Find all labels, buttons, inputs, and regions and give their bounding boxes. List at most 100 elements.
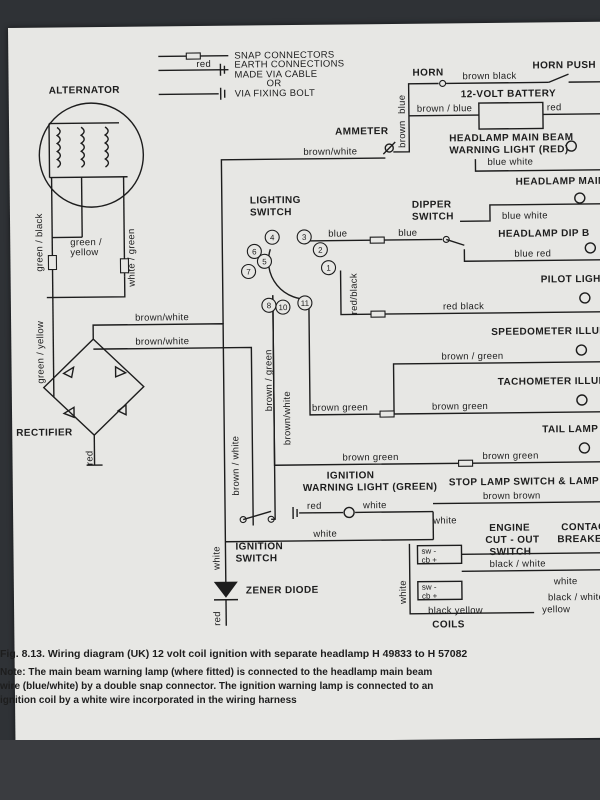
wire-green-yellow-b: yellow <box>70 247 98 258</box>
hl-main-label: HEADLAMP MAIN B <box>516 176 600 188</box>
coil1-sw: sw - <box>421 547 436 556</box>
wire-brown-amm: brown <box>397 120 408 147</box>
tacho-label: TACHOMETER ILLUMI <box>498 376 600 388</box>
wire-white-coils: white <box>398 580 409 605</box>
wire-brown-green-3: brown green <box>342 452 398 464</box>
wire-brown-green-v: brown / green <box>263 349 275 411</box>
horn-push-label: HORN PUSH <box>532 60 596 72</box>
dipper-switch: DIPPER SWITCH <box>412 199 465 246</box>
rectifier-label: RECTIFIER <box>16 427 73 439</box>
hl-main-warn-1: HEADLAMP MAIN BEAM <box>449 132 573 144</box>
wire-brown-white-1: brown/white <box>135 312 189 324</box>
contact-2: BREAKERS <box>557 534 600 546</box>
wire-brown-green-1: brown green <box>312 402 368 414</box>
wire-blue-amm: blue <box>397 95 408 114</box>
wire-blue-white-warn: blue white <box>487 157 533 168</box>
wire-brown-green-2: brown green <box>432 401 488 413</box>
terminal-5 <box>256 253 273 269</box>
wire-brown-green-4: brown green <box>482 450 538 462</box>
ignition-switch: IGNITION SWITCH <box>235 510 283 565</box>
wire-green-yellow-v: green / yellow <box>35 321 47 384</box>
terminal-7 <box>241 263 257 280</box>
wire-red-ignwarn: red <box>307 501 322 512</box>
hl-main-warn-2: WARNING LIGHT (RED) <box>449 144 568 156</box>
wire-brown-white-v2: brown/white <box>282 391 294 445</box>
engine-1: ENGINE <box>489 523 530 534</box>
wire-green-black: green / black <box>34 213 46 271</box>
wire-white-zener: white <box>211 546 222 571</box>
wire-red-batt: red <box>547 102 562 113</box>
battery: 12-VOLT BATTERY brown / blue red <box>408 88 600 130</box>
legend-or: OR <box>267 78 282 89</box>
wire-white-coil: white <box>432 515 457 526</box>
ign-switch-2: SWITCH <box>236 553 278 564</box>
terminal-3 <box>296 229 312 245</box>
zener-label: ZENER DIODE <box>246 585 319 597</box>
horn-label: HORN <box>412 67 443 78</box>
contact-1: CONTACT <box>561 522 600 534</box>
wire-brown-white-2: brown/white <box>135 336 189 348</box>
coil2-sw: sw - <box>422 583 437 592</box>
wiring-diagram: SNAP CONNECTORS red EARTH CONNECTIONS MA… <box>16 50 600 631</box>
ign-warn-1: IGNITION <box>327 470 375 481</box>
terminal-label-11: 11 <box>301 299 310 308</box>
terminal-label-3: 3 <box>302 233 307 242</box>
wire-black-white-2: black / white <box>548 592 600 604</box>
horn: HORN brown black HORN PUSH <box>412 60 600 88</box>
ign-warn-2: WARNING LIGHT (GREEN) <box>303 482 438 494</box>
note-line-2: wire (blue/white) by a double snap conne… <box>0 681 434 692</box>
alternator-label: ALTERNATOR <box>49 85 121 97</box>
terminal-6 <box>246 243 262 259</box>
wire-red-rect: red <box>84 450 95 465</box>
lighting-switch-2: SWITCH <box>250 207 292 218</box>
wire-brown-black: brown black <box>462 71 516 83</box>
wire-white-green: white / green <box>126 228 138 287</box>
coils: sw - cb + sw - cb + COILS <box>416 544 465 631</box>
terminal-label-1: 1 <box>326 264 331 273</box>
legend: SNAP CONNECTORS red EARTH CONNECTIONS MA… <box>158 50 344 100</box>
terminal-label-10: 10 <box>278 303 288 312</box>
terminal-1 <box>320 260 337 276</box>
legend-snap: SNAP CONNECTORS <box>234 50 334 62</box>
wire-brown-white-amm: brown/white <box>303 146 357 158</box>
wire-black-yellow: black yellow <box>428 605 483 617</box>
terminal-label-5: 5 <box>262 257 267 266</box>
wire-blue-white: blue white <box>502 210 548 221</box>
wire-black-white: black / white <box>490 558 546 570</box>
wire-blue-red: blue red <box>514 248 551 259</box>
note-line-1: Note: The main beam warning lamp (where … <box>0 667 433 678</box>
terminal-11 <box>297 295 313 311</box>
terminal-label-8: 8 <box>267 301 272 310</box>
wire-yellow: yellow <box>542 604 570 615</box>
legend-fixing: VIA FIXING BOLT <box>235 88 315 100</box>
wire-brown-green-speedo: brown / green <box>441 351 503 363</box>
terminal-label-2: 2 <box>318 246 323 255</box>
stop-label: STOP LAMP SWITCH & LAMP <box>449 476 599 489</box>
wire-brown-blue: brown / blue <box>417 103 472 115</box>
terminal-4 <box>264 229 280 245</box>
wire-red-black-v: red/black <box>349 273 360 314</box>
terminal-label-6: 6 <box>252 247 257 256</box>
alternator: ALTERNATOR <box>38 85 145 298</box>
coils-label: COILS <box>432 619 465 630</box>
terminal-2 <box>312 242 328 258</box>
dipper-2: SWITCH <box>412 211 454 222</box>
coil2-cb: cb + <box>422 592 438 601</box>
battery-label: 12-VOLT BATTERY <box>461 88 556 100</box>
legend-made-via: MADE VIA CABLE <box>234 69 317 81</box>
legend-earth: EARTH CONNECTIONS <box>234 58 344 70</box>
wire-green-yellow-a: green / <box>70 237 102 248</box>
zener-diode: ZENER DIODE white red <box>211 546 319 626</box>
wire-white-cb: white <box>553 576 578 587</box>
wire-red-zener: red <box>212 611 223 626</box>
terminal-label-4: 4 <box>270 233 275 242</box>
tail-label: TAIL LAMP <box>542 424 598 436</box>
hl-dip-label: HEADLAMP DIP B <box>498 228 589 240</box>
background-strip <box>0 740 600 800</box>
rectifier: RECTIFIER red <box>16 338 145 466</box>
terminal-label-7: 7 <box>246 267 251 276</box>
terminal-10 <box>275 299 291 315</box>
legend-red: red <box>196 59 211 70</box>
engine-3: SWITCH <box>489 547 531 558</box>
